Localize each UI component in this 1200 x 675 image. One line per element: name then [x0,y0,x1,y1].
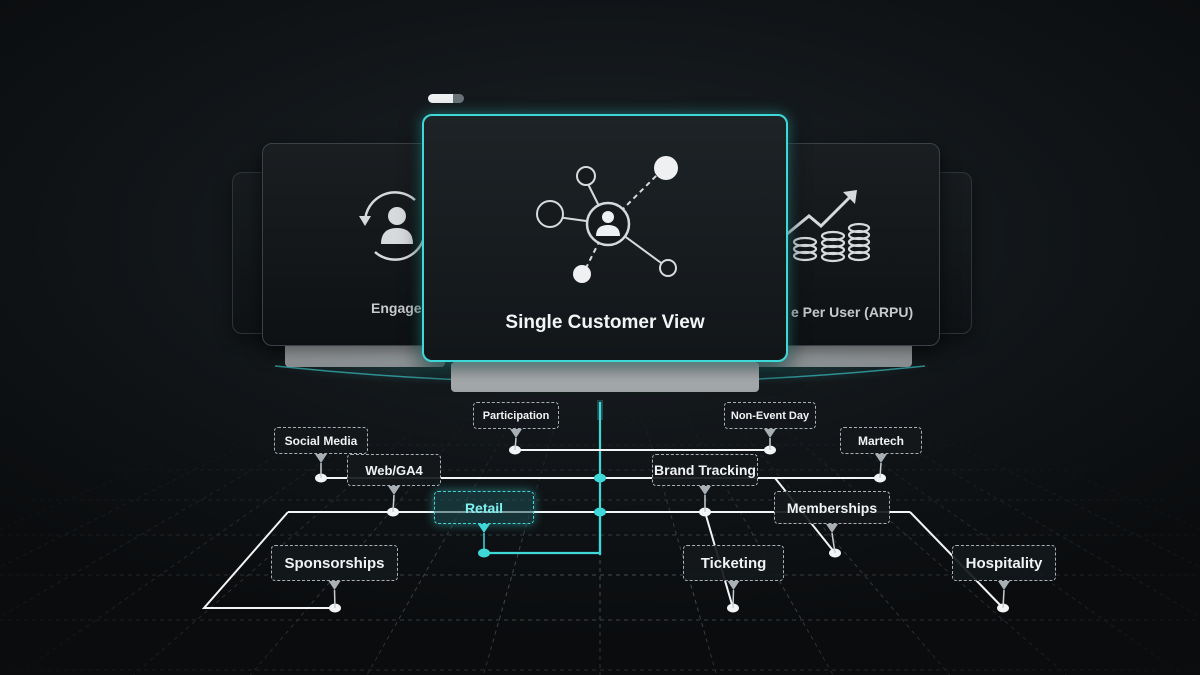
arpu-card-label: e Per User (ARPU) [791,304,914,320]
participation-label[interactable]: Participation [473,402,559,429]
ticketing-pointer [727,581,740,590]
grid-column-line [0,399,297,531]
hospitality-stem [1002,589,1005,609]
sponsorships-label[interactable]: Sponsorships [271,545,398,581]
customer-network-icon [528,150,688,290]
social-media-pointer [315,454,327,463]
web-ga4-label[interactable]: Web/GA4 [347,454,441,486]
brand-tracking-pointer [699,486,711,495]
grid-column-line [0,399,335,568]
left-card-shelf [285,343,445,367]
grid-column-line [0,399,259,501]
sponsorships-stem [333,589,336,609]
grid-column-line [366,399,525,675]
memberships-label[interactable]: Memberships [774,491,890,524]
non-event-day-label[interactable]: Non-Event Day [724,402,816,429]
grid-column-line [675,399,834,675]
stem-junction-dot [594,473,606,483]
carousel-toggle[interactable] [428,94,464,103]
grid-column-line [941,399,1200,501]
hospitality-pointer [998,581,1010,590]
center-card-shelf [451,362,759,392]
memberships-pointer [826,524,838,533]
retail-connector [484,512,602,555]
single-customer-view-label: Single Customer View [505,312,705,333]
stem-junction-dot [594,507,606,517]
grid-column-line [132,399,449,675]
grid-column-line [637,399,718,675]
grid-column-line [903,399,1200,531]
grid-column-line [0,399,221,478]
hospitality-label[interactable]: Hospitality [952,545,1056,581]
arpu-coins-trend-icon [781,186,871,266]
web-ga4-stem [392,494,395,513]
participation-stem [514,437,517,451]
ticketing-label[interactable]: Ticketing [683,545,784,581]
engagement-card-label: Engagen [371,300,431,316]
engagement-cycle-user-icon [355,186,427,261]
grid-column-line [751,399,1068,675]
martech-label[interactable]: Martech [840,427,922,454]
grid-column-line [713,399,951,675]
brand-tracking-label[interactable]: Brand Tracking [652,454,758,486]
participation-pointer [510,429,522,438]
connector-lines [201,449,1004,609]
memberships-stem [831,532,836,554]
martech-pointer [875,454,887,463]
web-ga4-pointer [388,486,400,495]
single-customer-view-card[interactable]: Single Customer View [422,114,788,362]
retail-pointer [478,524,490,533]
martech-stem [879,462,882,479]
social-media-label[interactable]: Social Media [274,427,368,454]
ticketing-stem [732,589,735,609]
retail-label[interactable]: Retail [434,491,534,524]
sponsorships-branch [201,511,335,609]
grid-column-line [249,399,487,675]
grid-column-line [979,399,1200,478]
grid-column-line [865,399,1200,568]
non-event-day-pointer [764,429,776,438]
sponsorships-pointer [328,581,341,590]
grid-column-line [482,399,563,675]
